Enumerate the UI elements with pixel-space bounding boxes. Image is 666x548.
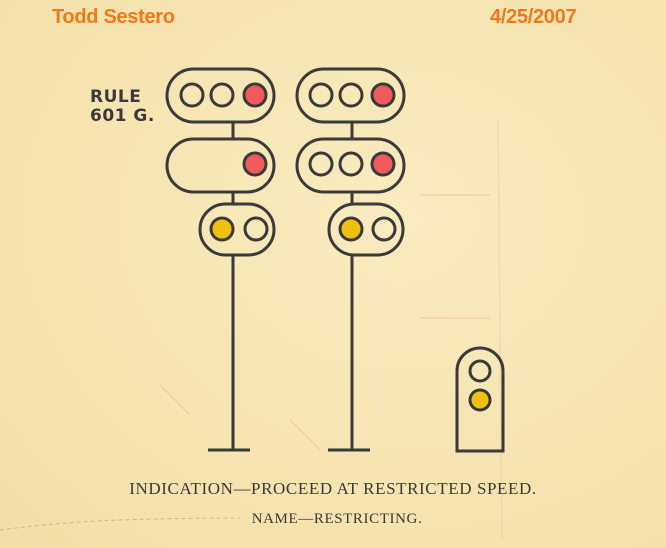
- paper-tear-line: [0, 517, 241, 531]
- rule-label: RULE 601 G.: [90, 88, 155, 126]
- lamp-red: [370, 151, 396, 177]
- left-bottom-head: [198, 202, 276, 257]
- lamp-red: [242, 82, 268, 108]
- indication-caption: INDICATION—PROCEED AT RESTRICTED SPEED.: [129, 479, 537, 498]
- left-signal: [165, 67, 276, 452]
- rule-line-1: RULE: [90, 87, 142, 107]
- lamp-yellow: [468, 388, 492, 412]
- rule-line-2: 601 G.: [90, 106, 155, 126]
- lamp-off: [338, 82, 364, 108]
- lamp-red: [370, 82, 396, 108]
- name-caption: NAME—RESTRICTING.: [251, 511, 423, 527]
- right-signal: [295, 67, 406, 452]
- lamp-yellow: [209, 216, 235, 242]
- lamp-off: [308, 151, 334, 177]
- lamp-off: [243, 216, 269, 242]
- right-middle-head: [295, 137, 406, 194]
- lamp-off: [371, 216, 397, 242]
- date-label: 4/25/2007: [490, 6, 577, 28]
- lamp-off: [179, 82, 205, 108]
- lamp-off: [468, 359, 492, 383]
- dwarf-signal: [455, 346, 505, 453]
- dwarf-housing: [455, 346, 505, 453]
- ghost-marks: [159, 119, 503, 541]
- lamp-off: [209, 82, 235, 108]
- lamp-off: [338, 151, 364, 177]
- lamp-off: [308, 82, 334, 108]
- lamp-red: [242, 151, 268, 177]
- left-top-head: [165, 67, 276, 124]
- author-label: Todd Sestero: [52, 6, 175, 28]
- right-bottom-head: [327, 202, 405, 257]
- right-top-head: [295, 67, 406, 124]
- left-middle-head: [165, 137, 276, 194]
- lamp-yellow: [338, 216, 364, 242]
